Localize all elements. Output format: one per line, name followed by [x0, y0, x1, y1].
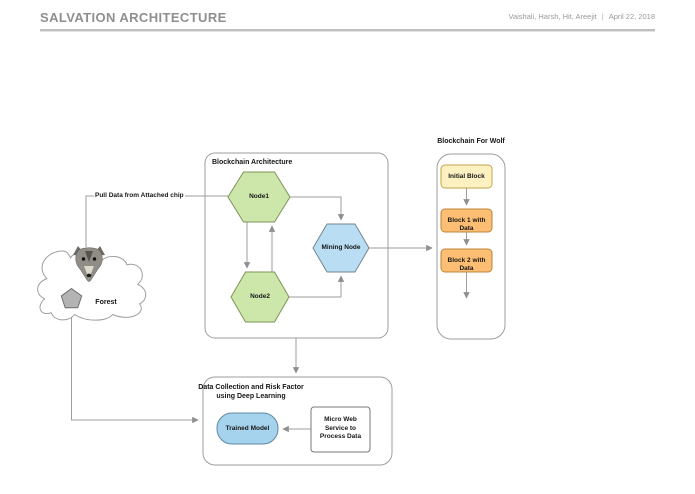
trained-model-label: Trained Model: [225, 425, 270, 432]
connector-chip-to-datacollection: [71, 308, 199, 424]
header-divider: [40, 29, 655, 32]
byline: Vaishali, Harsh, Hit, Areejit | April 22, …: [509, 12, 655, 21]
forest-label: Forest: [95, 299, 117, 306]
page-title: SALVATION ARCHITECTURE: [40, 10, 227, 25]
data-collection-title: Data Collection and Risk Factor using De…: [198, 384, 304, 400]
micro-web-service-label: Micro Web Service to Process Data: [319, 416, 362, 440]
chip-pentagon-shape: [60, 287, 83, 309]
pull-data-label: Pull Data from Attached chip: [94, 192, 185, 200]
forest-cloud-shape: [37, 250, 147, 321]
block1-label: Block 1 with Data: [447, 217, 486, 232]
byline-authors: Vaishali, Harsh, Hit, Areejit: [508, 12, 597, 21]
block2-label: Block 2 with Data: [447, 257, 486, 272]
byline-date: April 22, 2018: [608, 12, 655, 21]
node2-label: Node2: [250, 293, 270, 300]
connector-node2-to-mining: [289, 275, 345, 298]
mining-node-label: Mining Node: [321, 244, 361, 251]
wolf-image: [73, 246, 105, 282]
node1-label: Node1: [249, 193, 269, 200]
connector-wolf-to-node1: [85, 195, 228, 247]
blockchain-architecture-title: Blockchain Architecture: [212, 159, 293, 166]
connector-node1-to-mining: [290, 196, 345, 221]
initial-block-label: Initial Block: [448, 173, 485, 180]
blockchain-for-wolf-container: [436, 153, 506, 340]
byline-separator: |: [601, 12, 604, 21]
blockchain-for-wolf-title: Blockchain For Wolf: [437, 138, 505, 145]
